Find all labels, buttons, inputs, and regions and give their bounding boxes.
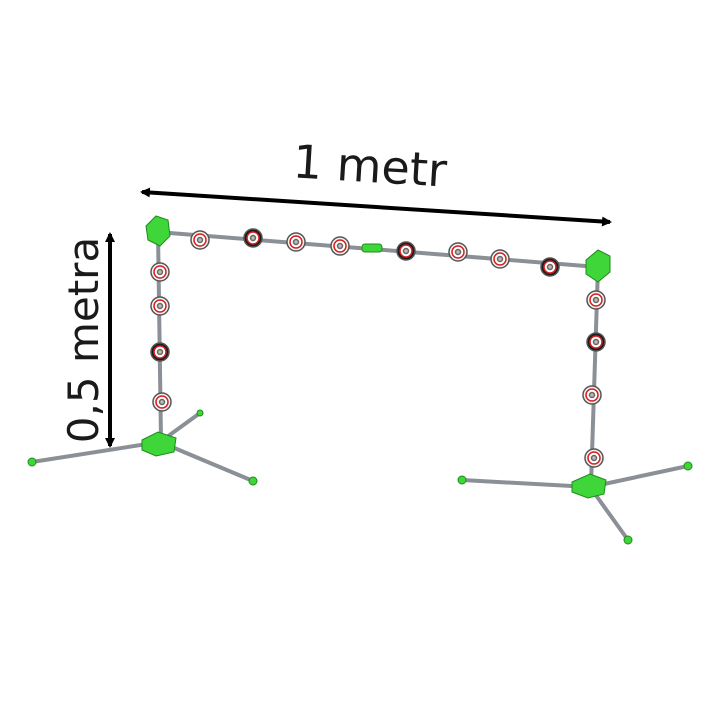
corner-connector [585,249,611,283]
spool [586,332,606,352]
spool [330,236,350,256]
spool [540,257,560,277]
spool [150,342,170,362]
left-leg [158,440,255,483]
spools [150,228,606,468]
base-connector [141,431,177,457]
corner-connector [145,215,171,247]
spool [243,228,263,248]
spool [190,230,210,250]
leg-tip [457,475,467,485]
spool [152,392,172,412]
leg-tip [623,535,633,545]
spool [582,385,602,405]
rod-coupler [361,243,383,253]
spool [286,232,306,252]
connectors [27,215,693,545]
spool [396,241,416,261]
spool [584,448,604,468]
leg-tip [196,409,204,417]
spool [150,296,170,316]
leg-tip [683,461,693,471]
leg-tip [27,457,37,467]
spool [490,249,510,269]
leg-tip [248,476,258,486]
spool [448,242,468,262]
right-leg [460,478,592,489]
height-label: 0,5 metra [59,237,108,443]
spool [150,262,170,282]
spool [586,290,606,310]
width-arrow [140,187,612,227]
right-leg [588,464,690,489]
left-leg [30,440,162,464]
base-connector [571,473,607,499]
width-label: 1 metr [291,134,448,197]
